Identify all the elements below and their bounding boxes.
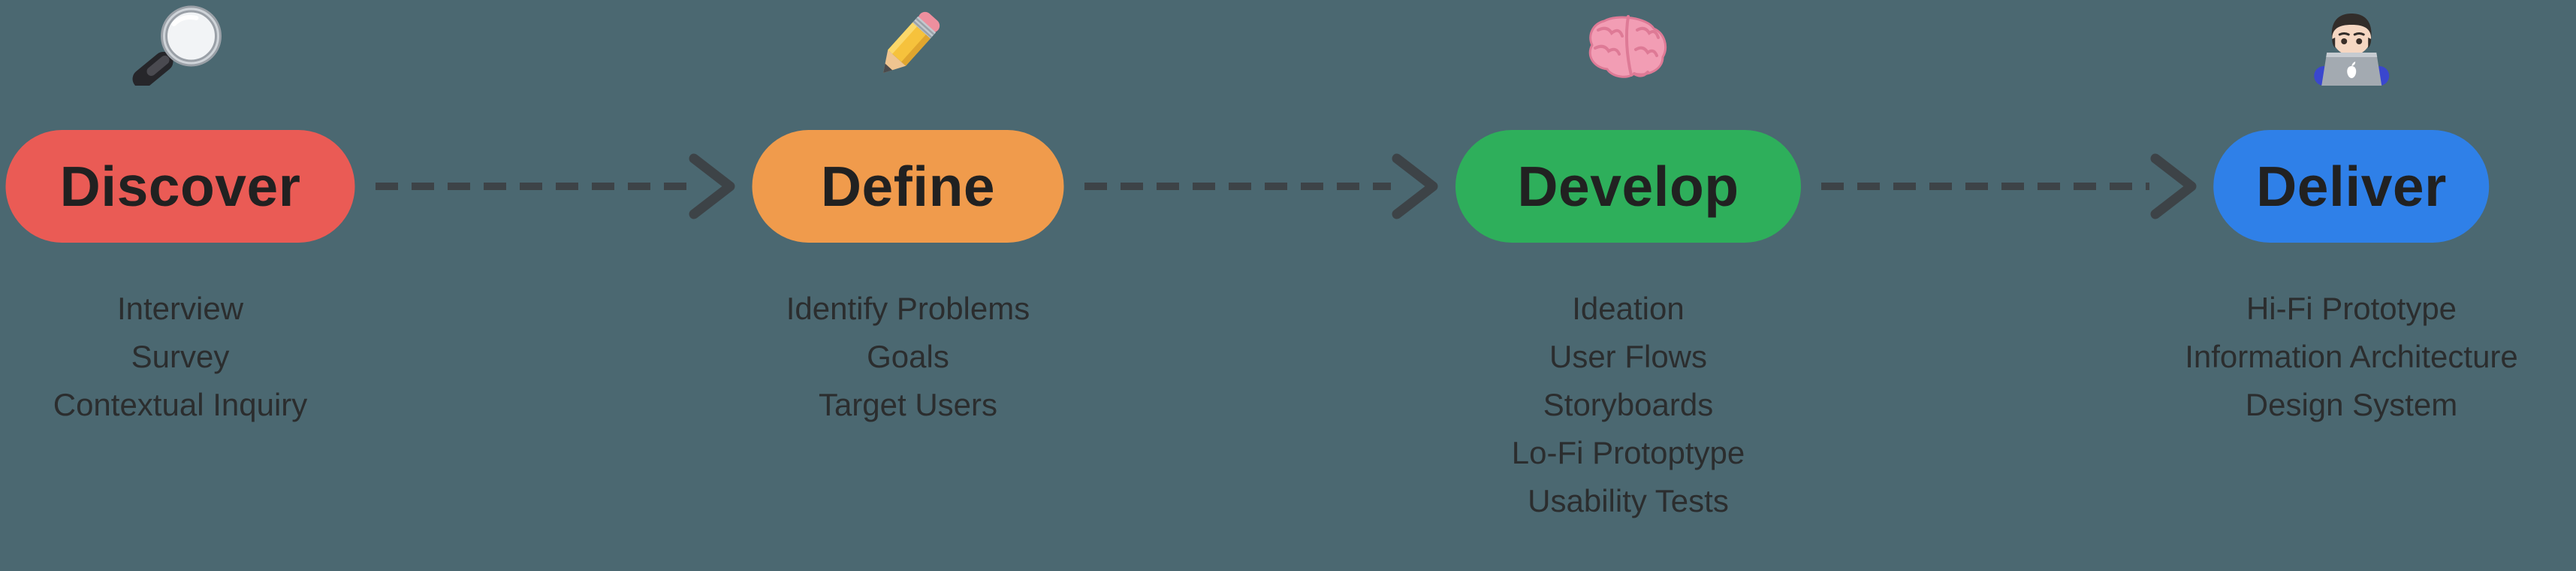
dashed-arrow-connector-2 (1081, 145, 1440, 228)
list-item: Interview (116, 291, 244, 326)
list-item: Ideation (1572, 291, 1685, 326)
list-item: Contextual Inquiry (53, 387, 308, 422)
pencil-icon (863, 3, 953, 86)
magnifying-glass-icon (124, 3, 237, 86)
stage-items-define: Identify Problems Goals Target Users (786, 285, 1030, 429)
stage-pill-discover: Discover (5, 130, 355, 243)
stage-label-develop: Develop (1517, 155, 1739, 218)
list-item: Lo-Fi Protoptype (1511, 435, 1745, 470)
list-item: Usability Tests (1528, 483, 1729, 518)
list-item: Target Users (818, 387, 998, 422)
list-item: Survey (131, 339, 230, 374)
list-item: Information Architecture (2185, 339, 2518, 374)
list-item: Identify Problems (786, 291, 1030, 326)
stage-label-discover: Discover (59, 155, 301, 218)
stage-items-deliver: Hi-Fi Prototype Information Architecture… (2185, 285, 2518, 429)
man-technologist-icon (2306, 3, 2397, 86)
list-item: Design System (2245, 387, 2458, 422)
list-item: Goals (867, 339, 949, 374)
stage-column-discover: Discover Interview Survey Contextual Inq… (5, 0, 355, 429)
stage-items-discover: Interview Survey Contextual Inquiry (53, 285, 308, 429)
list-item: Hi-Fi Prototype (2246, 291, 2457, 326)
list-item: User Flows (1549, 339, 1708, 374)
stage-pill-deliver: Deliver (2213, 130, 2490, 243)
dashed-arrow-connector-3 (1817, 145, 2199, 228)
stage-pill-develop: Develop (1455, 130, 1801, 243)
stage-items-develop: Ideation User Flows Storyboards Lo-Fi Pr… (1512, 285, 1745, 525)
stage-label-define: Define (820, 155, 996, 218)
stage-column-develop: Develop Ideation User Flows Storyboards … (1455, 0, 1801, 525)
brain-icon (1582, 3, 1675, 86)
stage-column-deliver: Deliver Hi-Fi Prototype Information Arch… (2185, 0, 2518, 429)
list-item: Storyboards (1543, 387, 1714, 422)
stage-pill-define: Define (752, 130, 1064, 243)
stage-column-define: Define Identify Problems Goals Target Us… (752, 0, 1064, 429)
stage-label-deliver: Deliver (2256, 155, 2447, 218)
dashed-arrow-connector-1 (372, 145, 738, 228)
